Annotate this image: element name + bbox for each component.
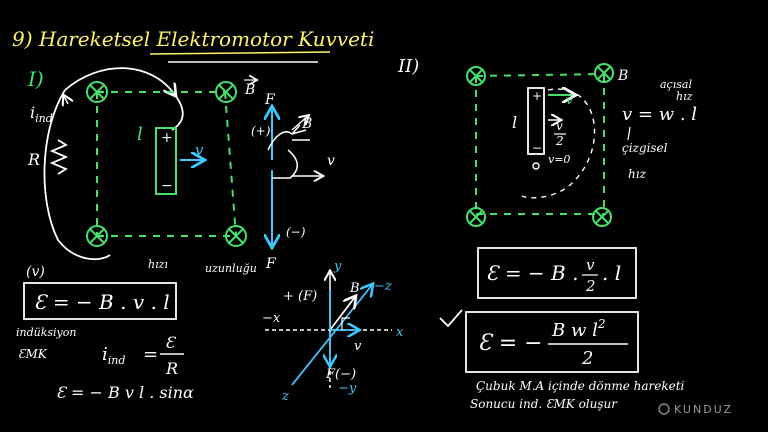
kunduz-logo: KUNDUZ bbox=[658, 403, 733, 416]
emf-numerator: Ɛ bbox=[165, 333, 177, 352]
v-zero-label: v=0 bbox=[548, 153, 570, 166]
axis-x-pos-label: x bbox=[396, 325, 404, 340]
caption-line-1: Çubuk M.A içinde dönme hareketi bbox=[476, 379, 685, 393]
formula-2a-num: v bbox=[586, 256, 595, 274]
check-mark-icon bbox=[439, 309, 463, 328]
b-field-cross-icon bbox=[86, 81, 247, 247]
v-w-l-formula: v = w . l bbox=[622, 104, 697, 125]
axis-y-label: y bbox=[333, 259, 342, 274]
force-top-label: F bbox=[264, 92, 276, 108]
emk-note: ƐMK bbox=[18, 347, 48, 361]
b-label-1: B bbox=[244, 82, 255, 98]
axis-z-neg-label: z bbox=[281, 389, 289, 404]
rod2-minus: − bbox=[532, 141, 542, 155]
hiz-note-2: hız bbox=[676, 90, 693, 103]
rod-length-label: l bbox=[137, 124, 143, 145]
r-denominator: R bbox=[165, 359, 178, 378]
pointer-line bbox=[627, 126, 631, 141]
formula-2b-den: 2 bbox=[581, 348, 593, 369]
field-region-1 bbox=[96, 91, 237, 237]
formula-2b-lhs: Ɛ = − bbox=[478, 331, 543, 356]
rotating-rod bbox=[527, 87, 545, 155]
minus-sign: (−) bbox=[286, 225, 306, 239]
right-angle-mark bbox=[341, 317, 350, 330]
formula-2a-rhs: . l bbox=[602, 261, 621, 285]
v-top-label: v bbox=[566, 93, 573, 107]
z-axis-arrow-icon bbox=[291, 285, 372, 386]
force-bottom-label: F bbox=[265, 256, 277, 272]
acisal-note: açısal bbox=[660, 78, 692, 91]
axis-z-pos-label: −z bbox=[374, 279, 392, 294]
rod-minus: − bbox=[161, 178, 173, 194]
axis-x-neg-label: −x bbox=[262, 311, 281, 326]
section-1-label: I) bbox=[27, 67, 44, 91]
axis-y-neg-label: −y bbox=[338, 381, 357, 396]
page-title: 9) Hareketsel Elektromotor Kuvveti bbox=[12, 27, 374, 51]
section-2-label: II) bbox=[397, 56, 419, 77]
hiz2-note: hız bbox=[628, 167, 647, 181]
resistor-label: R bbox=[27, 150, 40, 169]
circuit-loop-right bbox=[171, 94, 184, 131]
i-ind-label: iind bbox=[30, 103, 53, 125]
axis-b-vector-icon bbox=[329, 297, 355, 331]
pivot-point-icon bbox=[532, 162, 540, 170]
circuit-loop-top bbox=[64, 67, 175, 95]
right-hand-icon bbox=[267, 124, 310, 179]
rod-plus: + bbox=[161, 130, 173, 146]
formula-2a-den: 2 bbox=[585, 277, 596, 295]
emf-formula: Ɛ = − B . v . l bbox=[34, 290, 170, 314]
indukleme-note: indüksiyon bbox=[16, 326, 76, 339]
moving-rod bbox=[155, 127, 177, 195]
resistor-icon bbox=[49, 139, 69, 175]
rod2-plus: + bbox=[532, 89, 542, 103]
hand-v-label: v bbox=[327, 153, 335, 169]
emf-formula-box bbox=[23, 282, 177, 320]
rod2-length-label: l bbox=[512, 113, 517, 132]
v-note: (v) bbox=[26, 264, 45, 280]
axis-f-neg-label: F(−) bbox=[325, 367, 356, 382]
formula-2a-lhs: Ɛ = − B . bbox=[486, 261, 578, 285]
equals-sign: = bbox=[143, 344, 158, 365]
velocity-label: v bbox=[195, 141, 204, 159]
i-ind-formula: iind bbox=[102, 344, 125, 367]
v-half-num: v bbox=[556, 119, 563, 133]
hand-b-arrow-icon bbox=[291, 116, 308, 131]
current-arrow-icon bbox=[64, 96, 68, 104]
title-underline bbox=[149, 51, 331, 55]
formula-2b-num: B w l2 bbox=[551, 317, 605, 341]
hand-b-label: B bbox=[301, 116, 312, 132]
axis-b-label: B bbox=[349, 281, 360, 296]
brand-label: KUNDUZ bbox=[674, 403, 733, 416]
axis-v-label: v bbox=[354, 339, 362, 354]
sin-formula: Ɛ = − B v l . sinα bbox=[56, 383, 194, 402]
axis-f-pos-label: + (F) bbox=[283, 289, 317, 304]
uzunluk-note: uzunluğu bbox=[205, 262, 257, 275]
v-half-den: 2 bbox=[555, 134, 564, 148]
hiz-note: hızı bbox=[148, 258, 168, 271]
formula-2b-box bbox=[465, 311, 639, 373]
formula-2a-box bbox=[477, 247, 637, 299]
circuit-loop-left bbox=[43, 89, 111, 261]
b-label-2: B bbox=[617, 68, 628, 84]
plus-sign: (+) bbox=[251, 124, 271, 138]
caption-line-2: Sonucu ind. ƐMK oluşur bbox=[470, 397, 618, 411]
b-field-cross-icon-2 bbox=[466, 63, 614, 227]
cizgisel-note: çizgisel bbox=[622, 141, 668, 155]
